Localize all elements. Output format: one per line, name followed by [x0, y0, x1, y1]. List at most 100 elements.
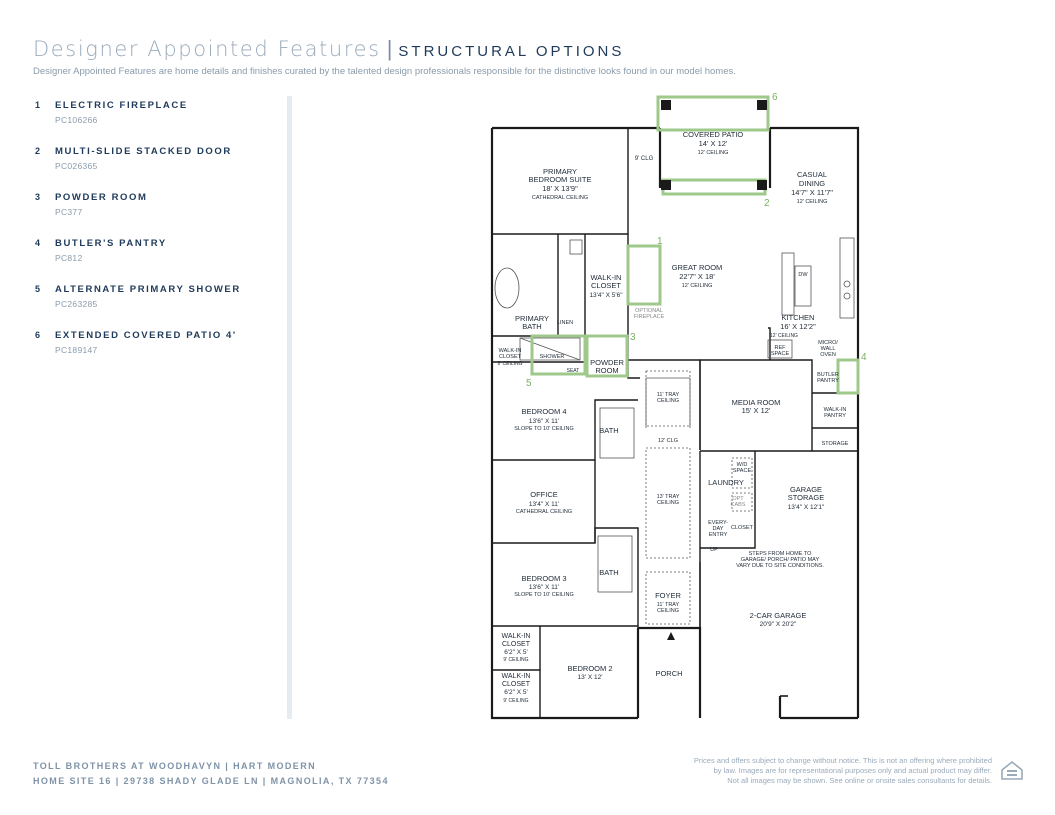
great-room-size: 22'7" X 18' [679, 272, 715, 281]
bedroom2-name: BEDROOM 2 [567, 664, 612, 673]
everyday-entry-l3: ENTRY [709, 532, 728, 538]
tray-ceiling-2-l1: 13' TRAY [657, 494, 680, 500]
highlight-extended-patio [656, 95, 770, 132]
garage-storage-l2: STORAGE [788, 493, 825, 502]
marker-5: 5 [526, 378, 532, 389]
ceiling-12-label: 12' CLG [658, 438, 678, 444]
media-room-name: MEDIA ROOM [732, 398, 781, 407]
feature-name: ELECTRIC FIREPLACE [55, 100, 188, 111]
garage-storage-l1: GARAGE [790, 485, 822, 494]
covered-patio-name: COVERED PATIO [683, 130, 744, 139]
marker-3: 3 [630, 332, 636, 343]
tray-ceiling-1-l1: 11' TRAY [657, 392, 680, 398]
page-title: Designer Appointed Features|STRUCTURAL O… [33, 36, 624, 62]
bath-label-upper: BATH [599, 426, 618, 435]
foyer-name: FOYER [655, 591, 681, 600]
feature-item: 3 POWDER ROOM PC377 [35, 192, 285, 238]
foyer-l2: 11' TRAY [657, 602, 680, 608]
wic-b-l2: CLOSET [502, 681, 531, 688]
butler-pantry-l1: BUTLER [817, 372, 839, 378]
bedroom4-ceiling: SLOPE TO 10' CEILING [514, 426, 574, 432]
bedroom3-name: BEDROOM 3 [521, 574, 566, 583]
tray-ceiling-1-l2: CEILING [657, 398, 679, 404]
opt-cabs-l1: OPT [732, 496, 744, 502]
room-labels: COVERED PATIO 14' X 12' 12' CEILING 9' C… [497, 130, 848, 704]
kitchen-ceiling: 12' CEILING [770, 333, 798, 339]
page-description: Designer Appointed Features are home det… [33, 66, 736, 77]
exterior-walls [490, 126, 860, 720]
marker-1: 1 [657, 236, 663, 247]
butler-pantry-l2: PANTRY [817, 378, 839, 384]
highlight-butler-pantry [836, 358, 860, 395]
feature-name: ALTERNATE PRIMARY SHOWER [55, 284, 241, 295]
media-room-size: 15' X 12' [742, 406, 771, 415]
steps-note-l3: VARY DUE TO SITE CONDITIONS. [736, 563, 824, 569]
bedroom3-size: 13'6" X 11' [529, 584, 559, 591]
title-main: Designer Appointed Features [33, 37, 381, 61]
option-markers: 6 2 1 3 4 5 [526, 92, 867, 389]
feature-code: PC812 [55, 253, 83, 263]
floor-plan-svg: 6 2 1 3 4 5 COVERED PATIO 14' X 12' 12' … [490, 92, 867, 720]
disclaimer-line: by law. Images are for representational … [713, 766, 992, 775]
bedroom3-ceiling: SLOPE TO 10' CEILING [514, 592, 574, 598]
opt-cabs-l2: CABS [731, 502, 746, 508]
optional-fireplace-l1: OPTIONAL [635, 308, 663, 314]
storage-label: STORAGE [822, 441, 849, 447]
everyday-entry-l1: EVERY- [708, 520, 728, 526]
highlight-powder-room [585, 334, 629, 378]
marker-4: 4 [861, 352, 867, 363]
linen-label: LINEN [557, 320, 573, 326]
wic-small-l1: WALK-IN [499, 348, 522, 354]
porch-label: PORCH [655, 669, 682, 678]
primary-bath-l1: PRIMARY [515, 314, 549, 323]
feature-code: PC377 [55, 207, 83, 217]
wic-small-l2: CLOSET [499, 354, 522, 360]
feature-item: 4 BUTLER'S PANTRY PC812 [35, 238, 285, 284]
wic-primary-l2: CLOSET [591, 281, 621, 290]
disclaimer-line: Not all images may be shown. See online … [727, 776, 992, 785]
garage-name: 2-CAR GARAGE [750, 611, 807, 620]
kitchen-name: KITCHEN [782, 313, 815, 322]
powder-room-l1: POWDER [590, 358, 624, 367]
feature-name: BUTLER'S PANTRY [55, 238, 167, 249]
feature-name: EXTENDED COVERED PATIO 4' [55, 330, 237, 341]
up-label: UP [710, 547, 718, 553]
footer-community: TOLL BROTHERS AT WOODHAVYN | HART MODERN [33, 761, 317, 771]
office-name: OFFICE [530, 490, 558, 499]
great-room-name: GREAT ROOM [672, 263, 723, 272]
ref-space-l1: REF [775, 345, 787, 351]
covered-patio-ceiling: 12' CEILING [698, 150, 729, 156]
feature-name: MULTI-SLIDE STACKED DOOR [55, 146, 232, 157]
walk-in-pantry-l1: WALK-IN [824, 407, 847, 413]
disclaimer-line: Prices and offers subject to change with… [693, 756, 992, 765]
bedroom4-size: 13'6" X 11' [529, 418, 559, 425]
covered-patio-size: 14' X 12' [699, 139, 728, 148]
wic-primary-size: 13'4" X 5'6" [589, 292, 623, 299]
dishwasher-label: DW [798, 272, 808, 278]
marker-6: 6 [772, 92, 778, 103]
seat-label: SEAT [567, 368, 580, 374]
closet-label: CLOSET [731, 525, 754, 531]
primary-suite-ceiling: CATHEDRAL CEILING [532, 195, 588, 201]
steps-note-l2: GARAGE/ PORCH/ PATIO MAY [741, 557, 820, 563]
walk-in-pantry-l2: PANTRY [824, 413, 846, 419]
option-highlights [530, 95, 860, 395]
feature-number: 3 [35, 192, 41, 202]
footer-address: TOLL BROTHERS AT WOODHAVYN | HART MODERN… [33, 759, 389, 789]
powder-room-l2: ROOM [595, 366, 618, 375]
optional-fireplace-l2: FIREPLACE [634, 314, 665, 320]
feature-number: 1 [35, 100, 41, 110]
wic-a-size: 6'2" X 5' [504, 649, 528, 656]
highlight-stacked-door [661, 178, 767, 196]
wic-b-size: 6'2" X 5' [504, 689, 528, 696]
feature-name: POWDER ROOM [55, 192, 148, 203]
vertical-divider [287, 96, 292, 719]
feature-number: 4 [35, 238, 41, 248]
wic-primary-l1: WALK-IN [591, 273, 622, 282]
steps-note-l1: STEPS FROM HOME TO [749, 551, 812, 557]
highlight-fireplace [626, 244, 662, 306]
ceiling-9-label: 9' CLG [635, 156, 654, 162]
feature-code: PC026365 [55, 161, 98, 171]
